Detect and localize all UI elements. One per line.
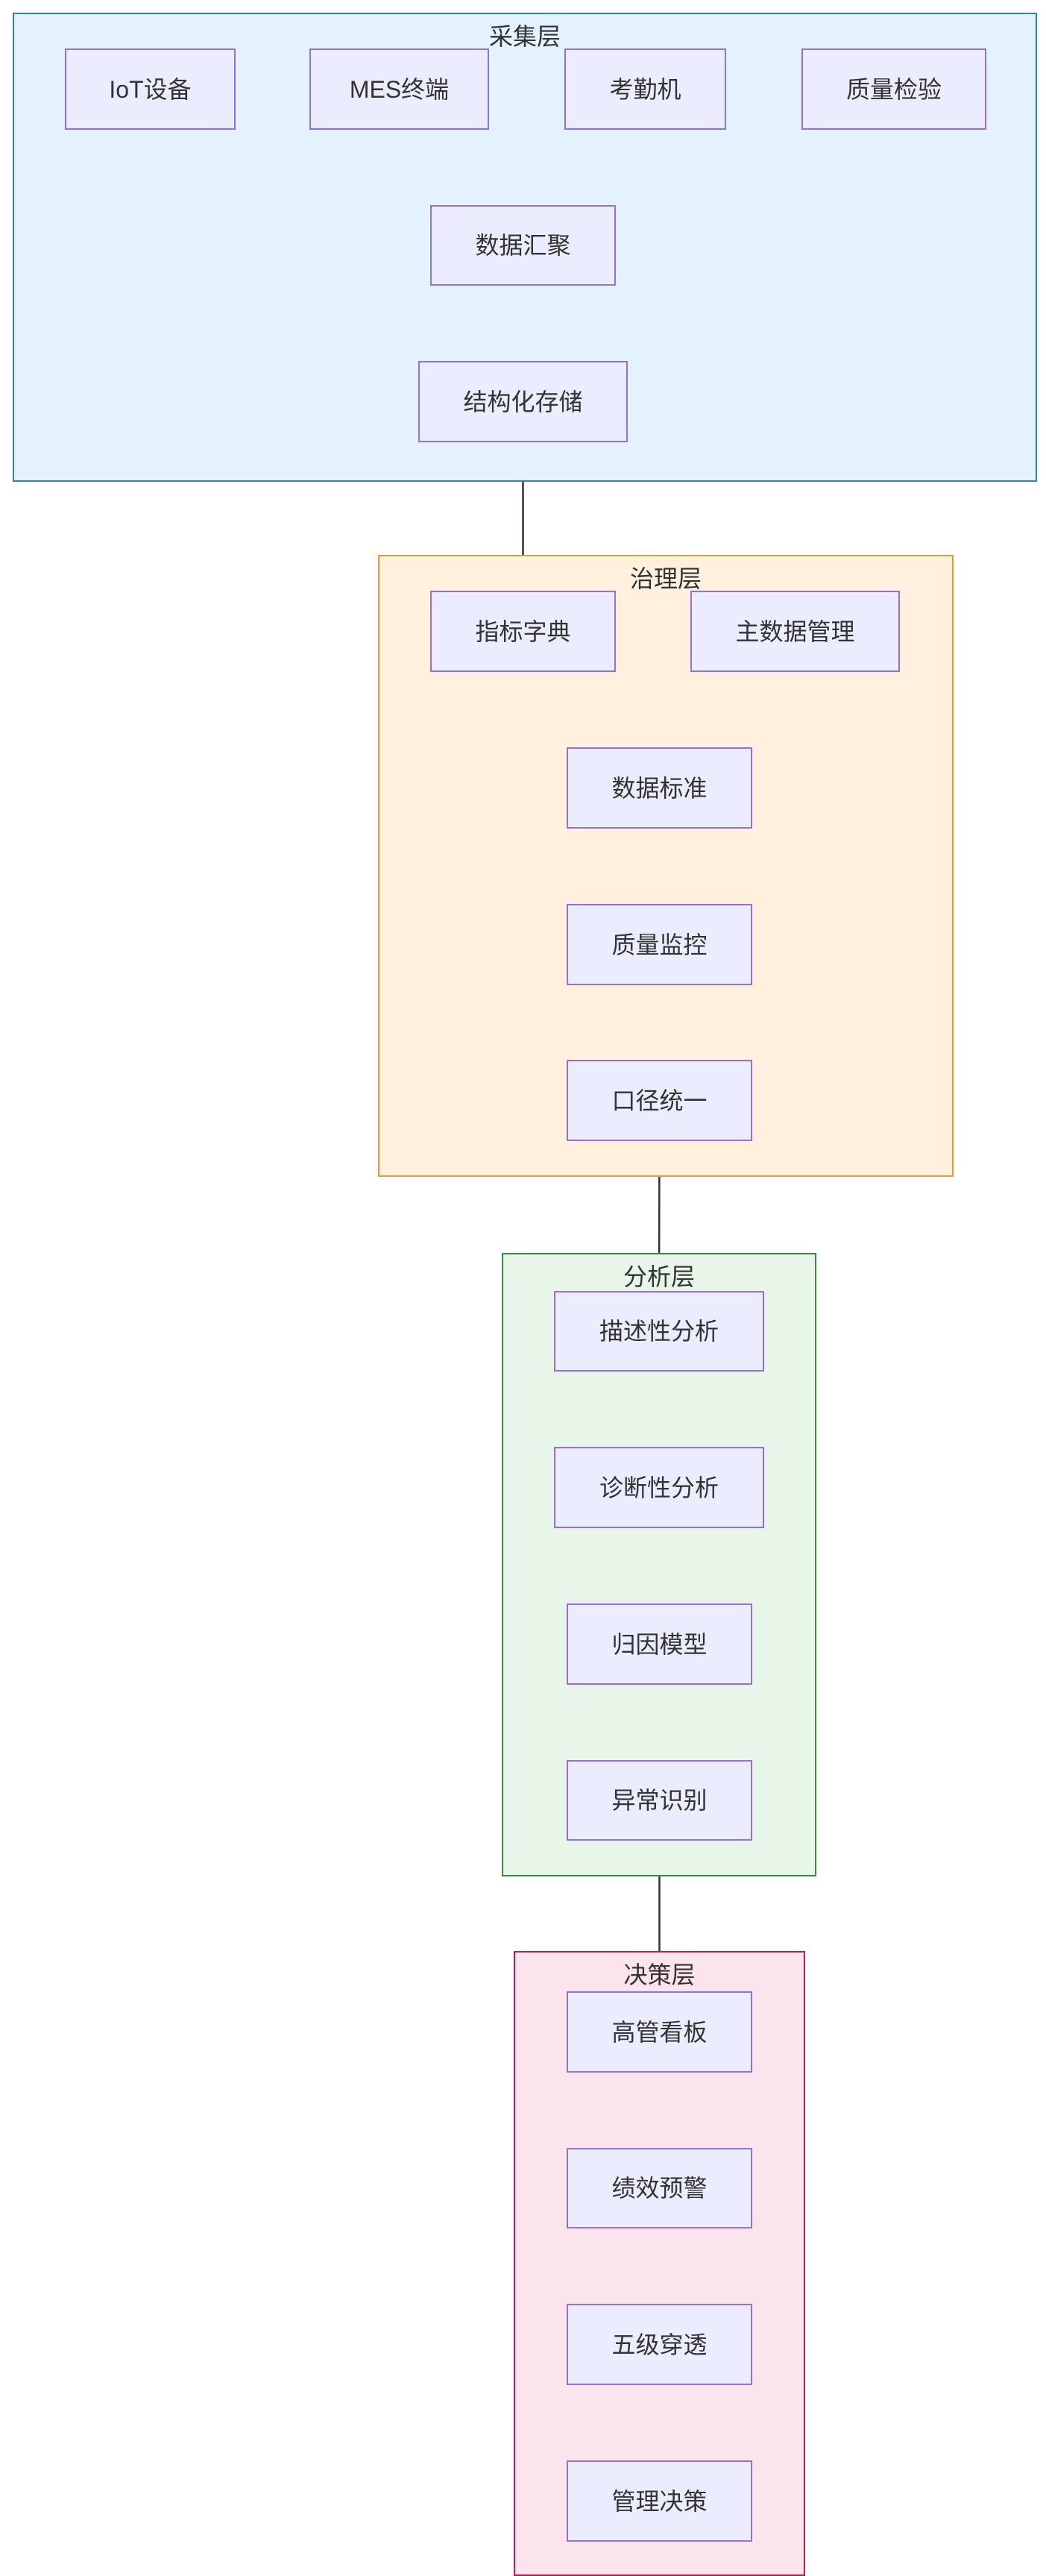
node-data-aggregation: 数据汇聚: [430, 205, 616, 286]
node-diagnostic-analysis: 诊断性分析: [554, 1447, 764, 1528]
node-quality-monitoring: 质量监控: [567, 904, 752, 985]
node-data-standard: 数据标准: [567, 747, 752, 829]
node-metric-dictionary: 指标字典: [430, 591, 616, 672]
node-caliber-unification: 口径统一: [567, 1060, 752, 1141]
node-quality-inspection: 质量检验: [801, 48, 986, 130]
node-attribution-model: 归因模型: [567, 1603, 752, 1685]
cluster-decide-title: 决策层: [623, 1961, 696, 1988]
node-iot-device: IoT设备: [65, 48, 236, 130]
node-performance-alert: 绩效预警: [567, 2148, 752, 2228]
cluster-govern-title: 治理层: [629, 565, 702, 592]
node-executive-dashboard: 高管看板: [567, 1991, 752, 2073]
node-descriptive-analysis: 描述性分析: [554, 1291, 764, 1372]
node-anomaly-detection: 异常识别: [567, 1760, 752, 1841]
node-mes-terminal: MES终端: [309, 48, 489, 130]
node-master-data: 主数据管理: [690, 591, 900, 672]
cluster-collect-title: 采集层: [488, 23, 561, 50]
node-structured-storage: 结构化存储: [418, 361, 628, 442]
cluster-analyze-title: 分析层: [623, 1263, 695, 1290]
node-attendance-machine: 考勤机: [564, 48, 726, 130]
node-five-level-drilldown: 五级穿透: [567, 2304, 752, 2385]
node-management-decision: 管理决策: [567, 2460, 752, 2542]
